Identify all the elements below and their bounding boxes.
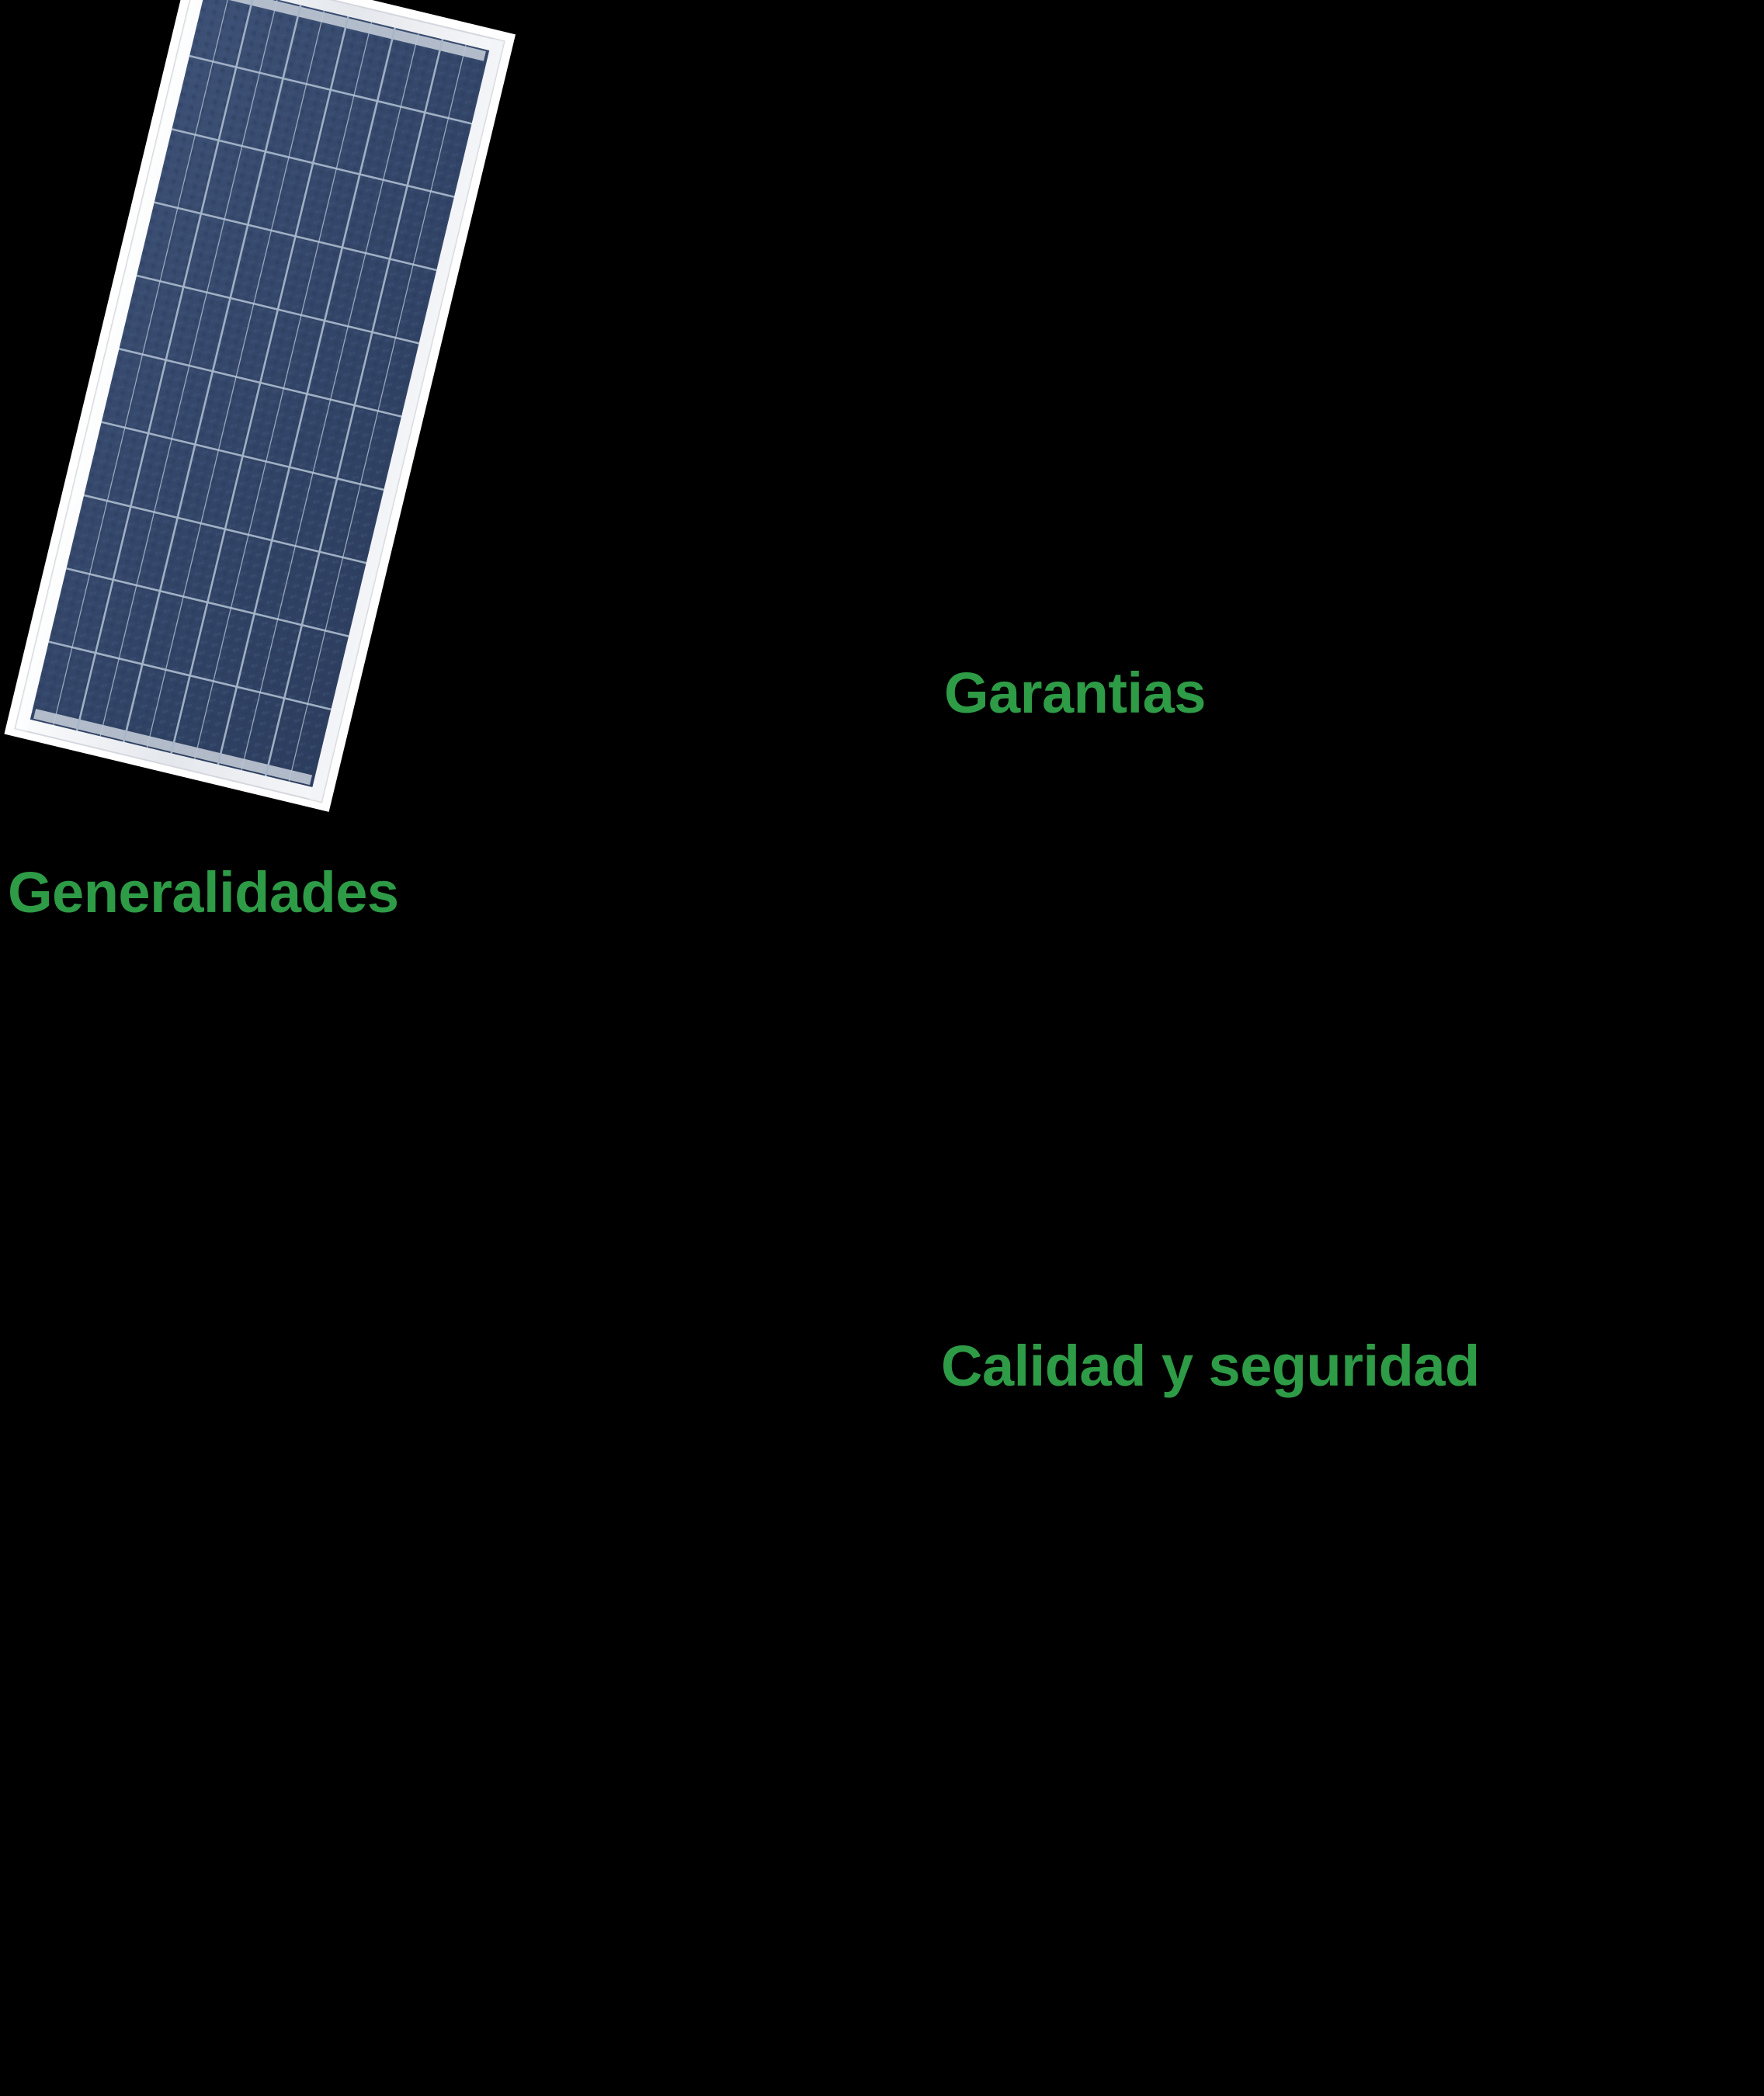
solar-panel-illustration [14,0,505,803]
heading-garantias: Garantias [944,661,1206,725]
solar-panel-photo-rotation [0,0,604,877]
heading-generalidades: Generalidades [8,860,399,925]
solar-panel-photo [4,0,516,838]
heading-calidad-y-seguridad: Calidad y seguridad [941,1334,1480,1398]
